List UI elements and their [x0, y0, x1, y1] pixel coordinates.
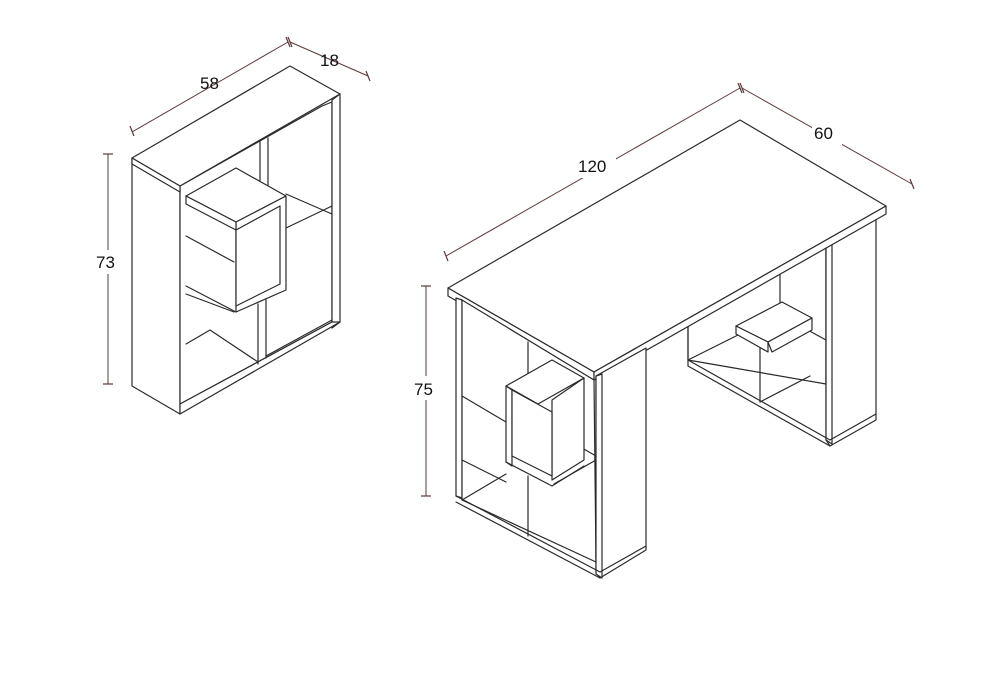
desk-depth-label: 60: [814, 124, 833, 143]
left-pedestal-front-edge: [595, 373, 603, 579]
left-pedestal-cube-bottom: [505, 461, 585, 487]
desk-depth-dimension: 60: [739, 82, 915, 190]
right-pedestal-side: [825, 213, 877, 447]
dimension-line: [131, 41, 289, 133]
right-pedestal-bottom-front: [687, 365, 831, 447]
desk-height-label: 75: [414, 380, 433, 399]
right-pedestal-floor-a: [759, 375, 811, 403]
bookshelf-depth-dimension: 18: [287, 36, 371, 82]
desk: [447, 119, 887, 579]
dimension-tick: [739, 82, 745, 94]
dimension-tick: [287, 36, 293, 48]
desk-right-pedestal: [687, 213, 877, 447]
right-pedestal-shelf: [687, 333, 741, 361]
bookshelf-side-panel: [131, 157, 181, 415]
bookshelf: [131, 65, 341, 415]
bookshelf-shelf-right: [285, 193, 333, 215]
dimension-tick: [129, 125, 135, 137]
bookshelf-height-label: 73: [96, 253, 115, 272]
bookshelf-top-edge: [131, 157, 181, 193]
dimension-line: [289, 41, 369, 77]
left-pedestal-cube-front: [505, 385, 513, 467]
bookshelf-bottom-board: [179, 321, 341, 415]
left-pedestal-bottom: [455, 495, 647, 573]
bookshelf-right-panel: [331, 93, 341, 329]
dimension-tick: [443, 250, 449, 262]
right-pedestal-cube-side: [767, 317, 813, 353]
left-pedestal-bottom-front: [455, 501, 601, 579]
dimension-label-bg: [576, 154, 616, 178]
bookshelf-height-dimension: 73: [94, 153, 126, 385]
desk-left-pedestal: [455, 297, 647, 579]
bookshelf-center-cube-bottom: [185, 285, 237, 313]
right-pedestal-cube-front: [735, 325, 769, 353]
right-pedestal-bottom: [687, 359, 877, 441]
bookshelf-width-label: 58: [200, 74, 219, 93]
bookshelf-width-dimension: 58: [129, 36, 291, 137]
desk-length-label: 120: [578, 157, 606, 176]
left-pedestal-cube-inner: [511, 389, 553, 477]
bookshelf-shelf-right-front: [285, 205, 333, 229]
dimension-tick: [737, 82, 743, 94]
dimension-label-bg: [94, 250, 126, 274]
left-pedestal-side: [455, 297, 463, 499]
bookshelf-lower-shelf: [185, 293, 235, 313]
right-pedestal-front-edge: [825, 235, 833, 445]
desk-height-dimension: 75: [412, 285, 444, 497]
left-pedestal-outer-side: [595, 347, 647, 579]
bookshelf-lower-right-floor: [265, 319, 333, 357]
bookshelf-shelf-left: [185, 235, 235, 263]
dimension-label-bg: [412, 376, 444, 400]
left-pedestal-shelf-a: [461, 395, 507, 423]
dimension-label-bg: [812, 120, 842, 146]
bookshelf-depth-label: 18: [320, 51, 339, 70]
dimension-tick: [285, 36, 291, 48]
desk-top: [447, 119, 887, 381]
dimension-tick: [365, 70, 371, 82]
bookshelf-lower-left-floor: [185, 329, 259, 363]
bookshelf-center-cube-inner: [235, 205, 281, 307]
dimension-tick: [909, 178, 915, 190]
desk-length-dimension: 120: [443, 82, 743, 262]
left-pedestal-lower-floor: [461, 459, 507, 483]
desk-top-side-edge: [593, 205, 887, 381]
